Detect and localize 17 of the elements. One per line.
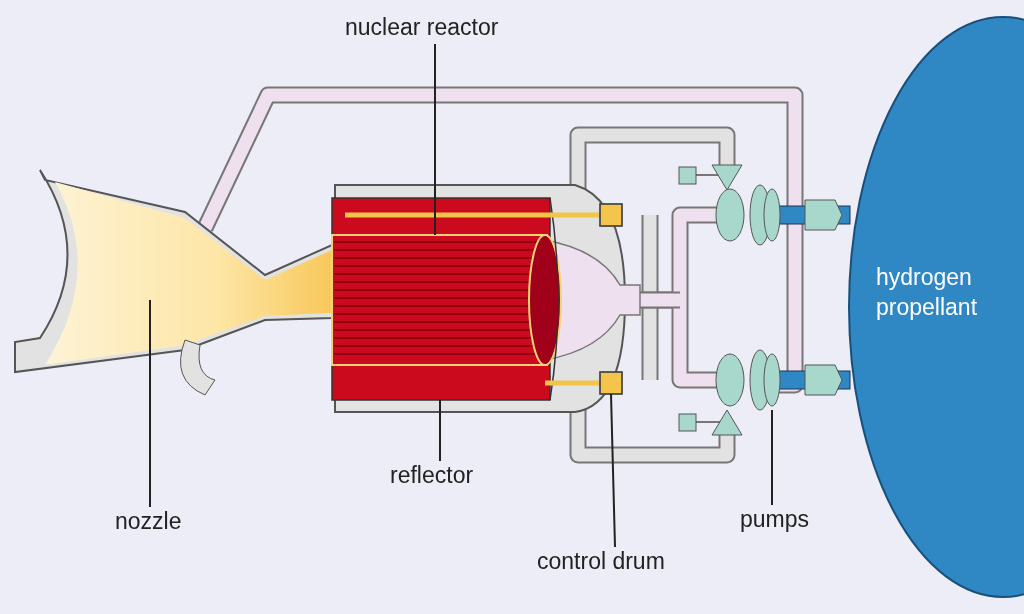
leader-line (434, 43, 436, 236)
control-drum-drawing (345, 203, 623, 395)
leader-line (149, 299, 151, 508)
part-label: nozzle (115, 508, 182, 535)
pump-pair-drawing (715, 184, 781, 411)
part-label: nuclear reactor (345, 14, 499, 41)
reactor-core-drawing (331, 234, 562, 366)
tank-label: hydrogen propellant (876, 263, 979, 322)
leader-line (610, 393, 616, 548)
nozzle-drawing (14, 169, 333, 396)
part-label: control drum (537, 548, 665, 575)
leader-line (439, 399, 441, 462)
part-label: reflector (390, 462, 474, 489)
leader-line (771, 409, 773, 506)
part-label: pumps (740, 506, 810, 533)
propellant-tank (848, 15, 1024, 599)
reflector-drawing (331, 197, 562, 401)
